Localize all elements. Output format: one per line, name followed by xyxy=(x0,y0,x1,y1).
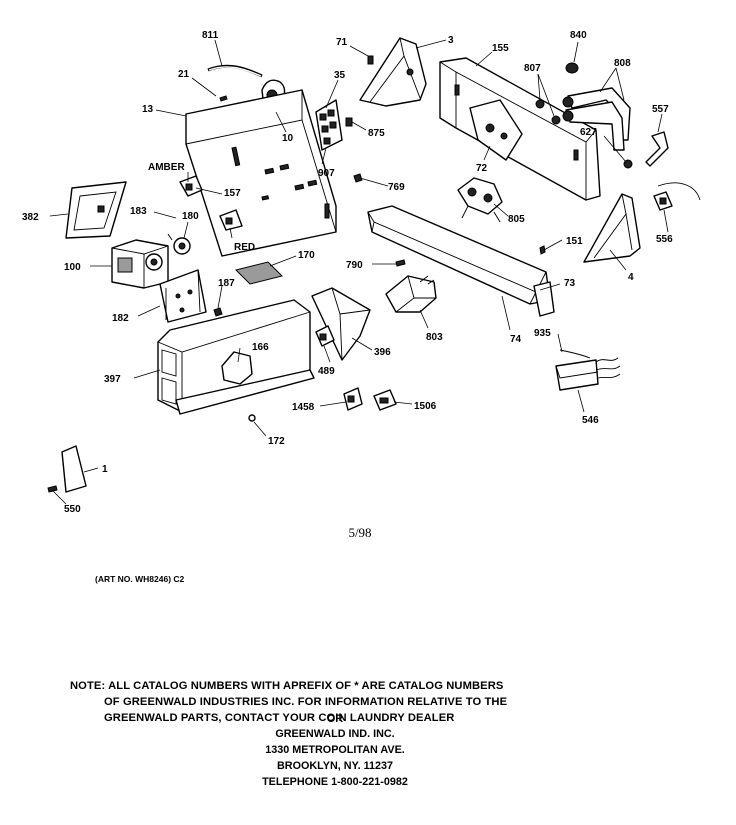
callout-166: 166 xyxy=(252,342,269,353)
callout-546: 546 xyxy=(582,415,599,426)
part-790-screw xyxy=(395,259,406,267)
part-1-manual xyxy=(61,445,87,493)
note-line-2: OF GREENWALD INDUSTRIES INC. FOR INFORMA… xyxy=(104,696,508,708)
callout-550: 550 xyxy=(64,504,81,515)
callout-1: 1 xyxy=(102,464,108,475)
address-street: 1330 METROPOLITAN AVE. xyxy=(265,744,405,756)
callout-875: 875 xyxy=(368,128,385,139)
part-187-screw xyxy=(213,307,223,317)
callout-840: 840 xyxy=(570,30,587,41)
note-line-3: GREENWALD PARTS, CONTACT YOUR COIN LAUND… xyxy=(104,712,455,724)
part-811-hose xyxy=(207,64,263,78)
callout-21: 21 xyxy=(178,69,190,80)
callout-71: 71 xyxy=(336,37,348,48)
callout-73: 73 xyxy=(564,278,576,289)
part-amber-indicator xyxy=(179,175,203,197)
note-line-1: NOTE: ALL CATALOG NUMBERS WITH APREFIX O… xyxy=(70,680,504,692)
part-556-cord xyxy=(653,182,701,211)
part-35-terminal-block xyxy=(315,99,343,151)
address-company: GREENWALD IND. INC. xyxy=(275,728,395,740)
part-13-control-panel xyxy=(185,89,337,257)
callout-1458: 1458 xyxy=(292,402,315,413)
part-808-hose xyxy=(562,87,631,151)
part-550-screw xyxy=(47,485,58,493)
callout-397: 397 xyxy=(104,374,121,385)
part-182-mounting-bracket xyxy=(159,269,207,323)
callout-1506: 1506 xyxy=(414,401,437,412)
callout-74: 74 xyxy=(510,334,522,345)
callout-72: 72 xyxy=(476,163,488,174)
callout-811: 811 xyxy=(202,30,219,41)
callout-35: 35 xyxy=(334,70,346,81)
callout-182: 182 xyxy=(112,313,129,324)
callout-100: 100 xyxy=(64,262,81,273)
callout-172: 172 xyxy=(268,436,285,447)
part-74-base-rail xyxy=(367,205,555,317)
part-769-screw xyxy=(353,173,363,183)
address-city: BROOKLYN, NY. 11237 xyxy=(276,760,394,772)
callout-187: 187 xyxy=(218,278,235,289)
part-170-plate xyxy=(235,261,283,285)
part-1506-switch xyxy=(373,389,397,411)
callout-627: 627 xyxy=(580,127,597,138)
part-1458-switch xyxy=(343,387,363,411)
art-number: (ART NO. WH8246) C2 xyxy=(95,574,185,584)
callout-935: 935 xyxy=(534,328,551,339)
callout-769: 769 xyxy=(388,182,405,193)
callout-805: 805 xyxy=(508,214,525,225)
note-line-or: OR xyxy=(326,713,344,725)
address-telephone: TELEPHONE 1-800-221-0982 xyxy=(262,776,408,788)
part-155-rear-panel xyxy=(439,57,601,201)
callout-803: 803 xyxy=(426,332,443,343)
part-557-clip xyxy=(645,131,669,167)
callout-3: 3 xyxy=(448,35,454,46)
callout-red: RED xyxy=(234,242,255,253)
part-21-screw xyxy=(219,95,228,102)
callout-396: 396 xyxy=(374,347,391,358)
part-3-end-bracket xyxy=(359,37,427,107)
part-151-screw xyxy=(539,245,546,255)
callout-155: 155 xyxy=(492,43,509,54)
callout-4: 4 xyxy=(628,272,634,283)
callout-790: 790 xyxy=(346,260,363,271)
part-803-hood xyxy=(385,275,437,313)
callout-183: 183 xyxy=(130,206,147,217)
part-71-screw xyxy=(367,55,374,65)
part-489-switch xyxy=(315,325,335,347)
part-red-indicator xyxy=(219,209,243,231)
part-396-mounting-plate xyxy=(311,287,371,361)
callout-151: 151 xyxy=(566,236,583,247)
callout-170: 170 xyxy=(298,250,315,261)
part-100-timer xyxy=(111,239,169,289)
catalog-note: NOTE: ALL CATALOG NUMBERS WITH APREFIX O… xyxy=(70,678,630,726)
callout-157: 157 xyxy=(224,188,241,199)
callout-807: 807 xyxy=(524,63,541,74)
part-397-control-housing xyxy=(157,299,315,415)
callout-amber: AMBER xyxy=(148,162,185,173)
callout-180: 180 xyxy=(182,211,199,222)
part-172-screw xyxy=(248,414,256,422)
part-807-washers xyxy=(535,99,561,125)
callout-489: 489 xyxy=(318,366,335,377)
callout-382: 382 xyxy=(22,212,39,223)
part-4-end-bracket xyxy=(583,193,641,263)
date-code: 5/98 xyxy=(348,525,372,540)
callout-556: 556 xyxy=(656,234,673,245)
dealer-address: OR GREENWALD IND. INC. 1330 METROPOLITAN… xyxy=(200,713,470,790)
leader-lines xyxy=(49,39,669,505)
part-180-knob xyxy=(167,233,191,255)
part-840-grommet xyxy=(565,62,579,74)
callout-13: 13 xyxy=(142,104,154,115)
part-805-valve xyxy=(457,177,503,223)
part-382-bezel xyxy=(65,181,127,239)
part-875-screw xyxy=(345,117,353,127)
callout-907: 907 xyxy=(318,168,335,179)
callout-labels: 811 21 13 10 71 3 35 875 907 155 840 807… xyxy=(22,30,673,515)
callout-10: 10 xyxy=(282,133,294,144)
part-546-wire-harness xyxy=(555,349,621,391)
callout-557: 557 xyxy=(652,104,669,115)
callout-808: 808 xyxy=(614,58,631,69)
